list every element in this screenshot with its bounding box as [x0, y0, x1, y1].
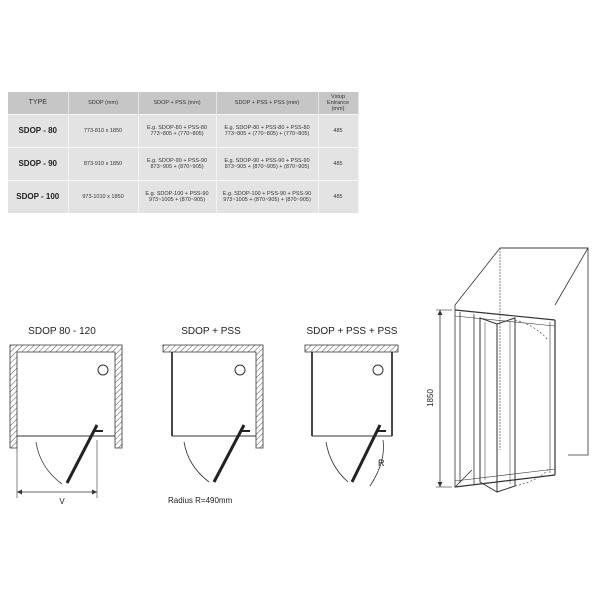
cell-line: E.g. SDOP-90 + PSS-90 + PSS-90	[224, 157, 310, 164]
cell-entrance: 485	[318, 147, 359, 181]
iso-folding-door-panel-2	[496, 317, 516, 493]
cell-line: 973~1005 + (870~905) + (870~905)	[223, 197, 311, 203]
cell-sdop: 773-810 x 1850	[68, 114, 139, 148]
plan3-shower-drain-icon	[372, 364, 384, 376]
shower-enclosure-3d-view	[436, 247, 589, 493]
plan1-width-label: V	[59, 497, 65, 506]
plan3-back-wall	[304, 344, 399, 353]
iso-front-bottom-rail	[454, 474, 556, 488]
cell-line: 973~1005 + (870~905)	[148, 197, 206, 203]
plan3-radius-arc	[369, 439, 384, 487]
cell-sdop-pss: E.g. SDOP-90 + PSS-90 873~905 + (870~905…	[138, 147, 217, 181]
cell-line: 873~905 + (870~905)	[150, 164, 204, 170]
plan1-folded-door	[65, 424, 99, 484]
plan1-walls	[9, 344, 123, 449]
header-entrance: Vstup Entrance (mm)	[318, 92, 359, 115]
cell-line: 873~905 + (870~905) + (870~905)	[224, 164, 310, 170]
table-row: SDOP - 90 873-910 x 1850 E.g. SDOP-90 + …	[8, 147, 359, 181]
iso-front-top-rail	[454, 309, 556, 321]
cell-type: SDOP - 100	[8, 180, 69, 213]
cell-sdop-pss-pss: E.g. SDOP-90 + PSS-90 + PSS-90 873~905 +…	[216, 147, 319, 181]
cell-line: E.g. SDOP-100 + PSS-90 + PSS-90	[222, 190, 312, 197]
iso-top-edges	[454, 247, 589, 306]
plan3-folded-door	[350, 424, 382, 483]
plan1-swing-arc	[35, 441, 63, 485]
table-header-row: TYPE SDOP (mm) SDOP + PSS (mm) SDOP + PS…	[8, 92, 359, 115]
plan-sdop-pss: SDOP + PSS Radius R=490mm	[162, 326, 264, 505]
cell-line: 773~805 + (770~805)	[150, 131, 204, 137]
iso-swing-arc-top	[514, 319, 549, 341]
cell-line: E.g. SDOP-80 + PSS-80	[146, 124, 208, 131]
plan2-folded-door	[212, 424, 246, 483]
cell-entrance: 485	[318, 180, 359, 213]
iso-left-panel	[454, 305, 473, 488]
cell-type: SDOP - 90	[8, 147, 69, 181]
plan1-shower-drain-icon	[97, 364, 109, 376]
iso-folding-door-glass-lines	[484, 322, 511, 484]
cell-entrance: 485	[318, 114, 359, 148]
spec-table: TYPE SDOP (mm) SDOP + PSS (mm) SDOP + PS…	[8, 92, 359, 213]
cell-sdop-pss: E.g. SDOP-80 + PSS-80 773~805 + (770~805…	[138, 114, 217, 148]
plan3-title: SDOP + PSS + PSS	[307, 326, 398, 337]
header-type: TYPE	[8, 92, 69, 115]
iso-front-bottom-rail-inner	[454, 468, 556, 482]
plan2-title: SDOP + PSS	[181, 326, 241, 337]
header-sdop-pss-pss: SDOP + PSS + PSS (mm)	[216, 92, 319, 115]
plan3-radius-label: R	[378, 458, 385, 468]
cell-sdop: 873-910 x 1850	[68, 147, 139, 181]
iso-folding-door-panel-1	[479, 317, 498, 493]
plan2-walls	[162, 344, 264, 449]
header-sdop: SDOP (mm)	[68, 92, 139, 115]
radius-caption: Radius R=490mm	[168, 496, 233, 505]
iso-back-wall	[500, 247, 589, 456]
cell-sdop-pss-pss: E.g. SDOP-80 + PSS-80 + PSS-80 773~805 +…	[216, 114, 319, 148]
cell-sdop: 973-1010 x 1850	[68, 180, 139, 213]
plan2-shower-drain-icon	[234, 364, 246, 376]
plan-sdop-pss-pss: SDOP + PSS + PSS R	[304, 326, 399, 487]
cell-line: E.g. SDOP-90 + PSS-90	[146, 157, 208, 164]
cell-sdop-pss-pss: E.g. SDOP-100 + PSS-90 + PSS-90 973~1005…	[216, 180, 319, 213]
plan-sdop: SDOP 80 - 120 V	[9, 326, 123, 506]
cell-line: E.g. SDOP-80 + PSS-80 + PSS-80	[224, 124, 310, 131]
cell-type: SDOP - 80	[8, 114, 69, 148]
cell-line: E.g. SDOP-100 + PSS-90	[145, 190, 209, 197]
plan2-swing-arc	[183, 441, 210, 483]
iso-height-label: 1850	[426, 389, 435, 407]
cell-line: 773~805 + (770~805) + (770~805)	[224, 131, 310, 137]
plan3-swing-arc	[325, 441, 349, 483]
cell-sdop-pss: E.g. SDOP-100 + PSS-90 973~1005 + (870~9…	[138, 180, 217, 213]
table-row: SDOP - 100 973-1010 x 1850 E.g. SDOP-100…	[8, 180, 359, 213]
table-row: SDOP - 80 773-810 x 1850 E.g. SDOP-80 + …	[8, 114, 359, 148]
plan1-title: SDOP 80 - 120	[28, 326, 96, 337]
header-sdop-pss: SDOP + PSS (mm)	[138, 92, 217, 115]
